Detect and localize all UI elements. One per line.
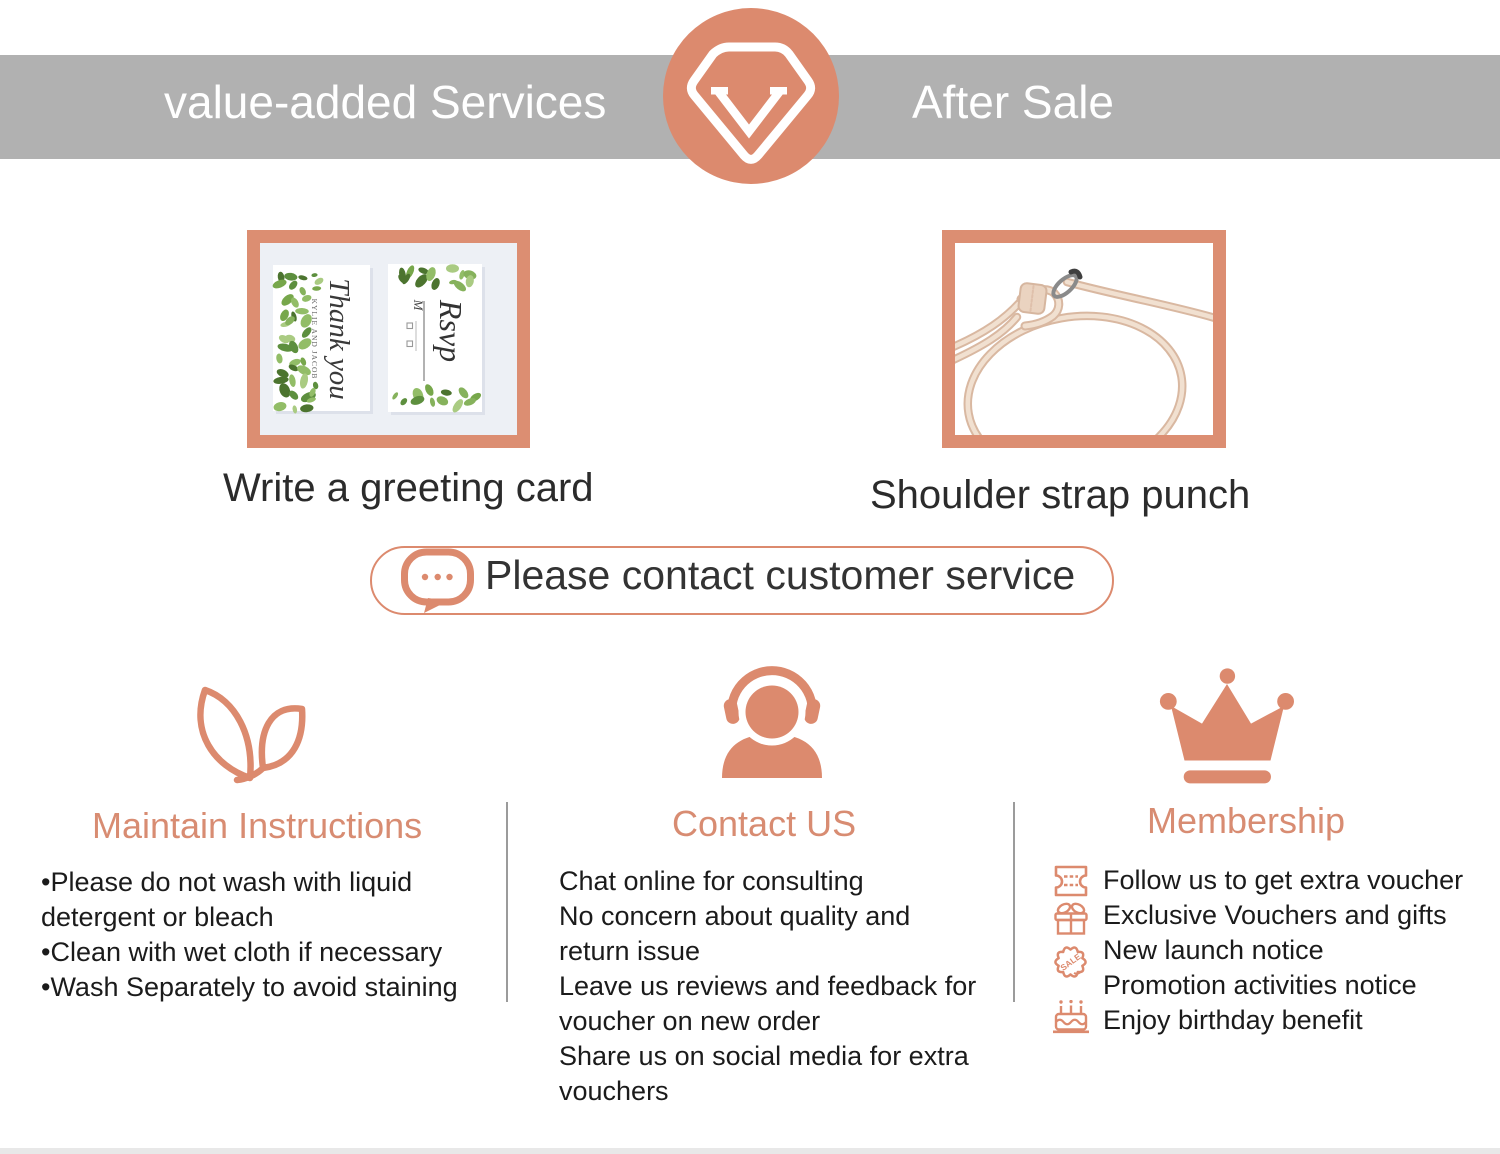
svg-text:M: M <box>411 299 426 312</box>
svg-text:Thank you: Thank you <box>323 278 355 400</box>
svg-text:KYLIE AND JACOB: KYLIE AND JACOB <box>310 299 319 380</box>
svg-text:Rsvp: Rsvp <box>433 299 469 362</box>
svg-text:SALE: SALE <box>1058 951 1082 973</box>
